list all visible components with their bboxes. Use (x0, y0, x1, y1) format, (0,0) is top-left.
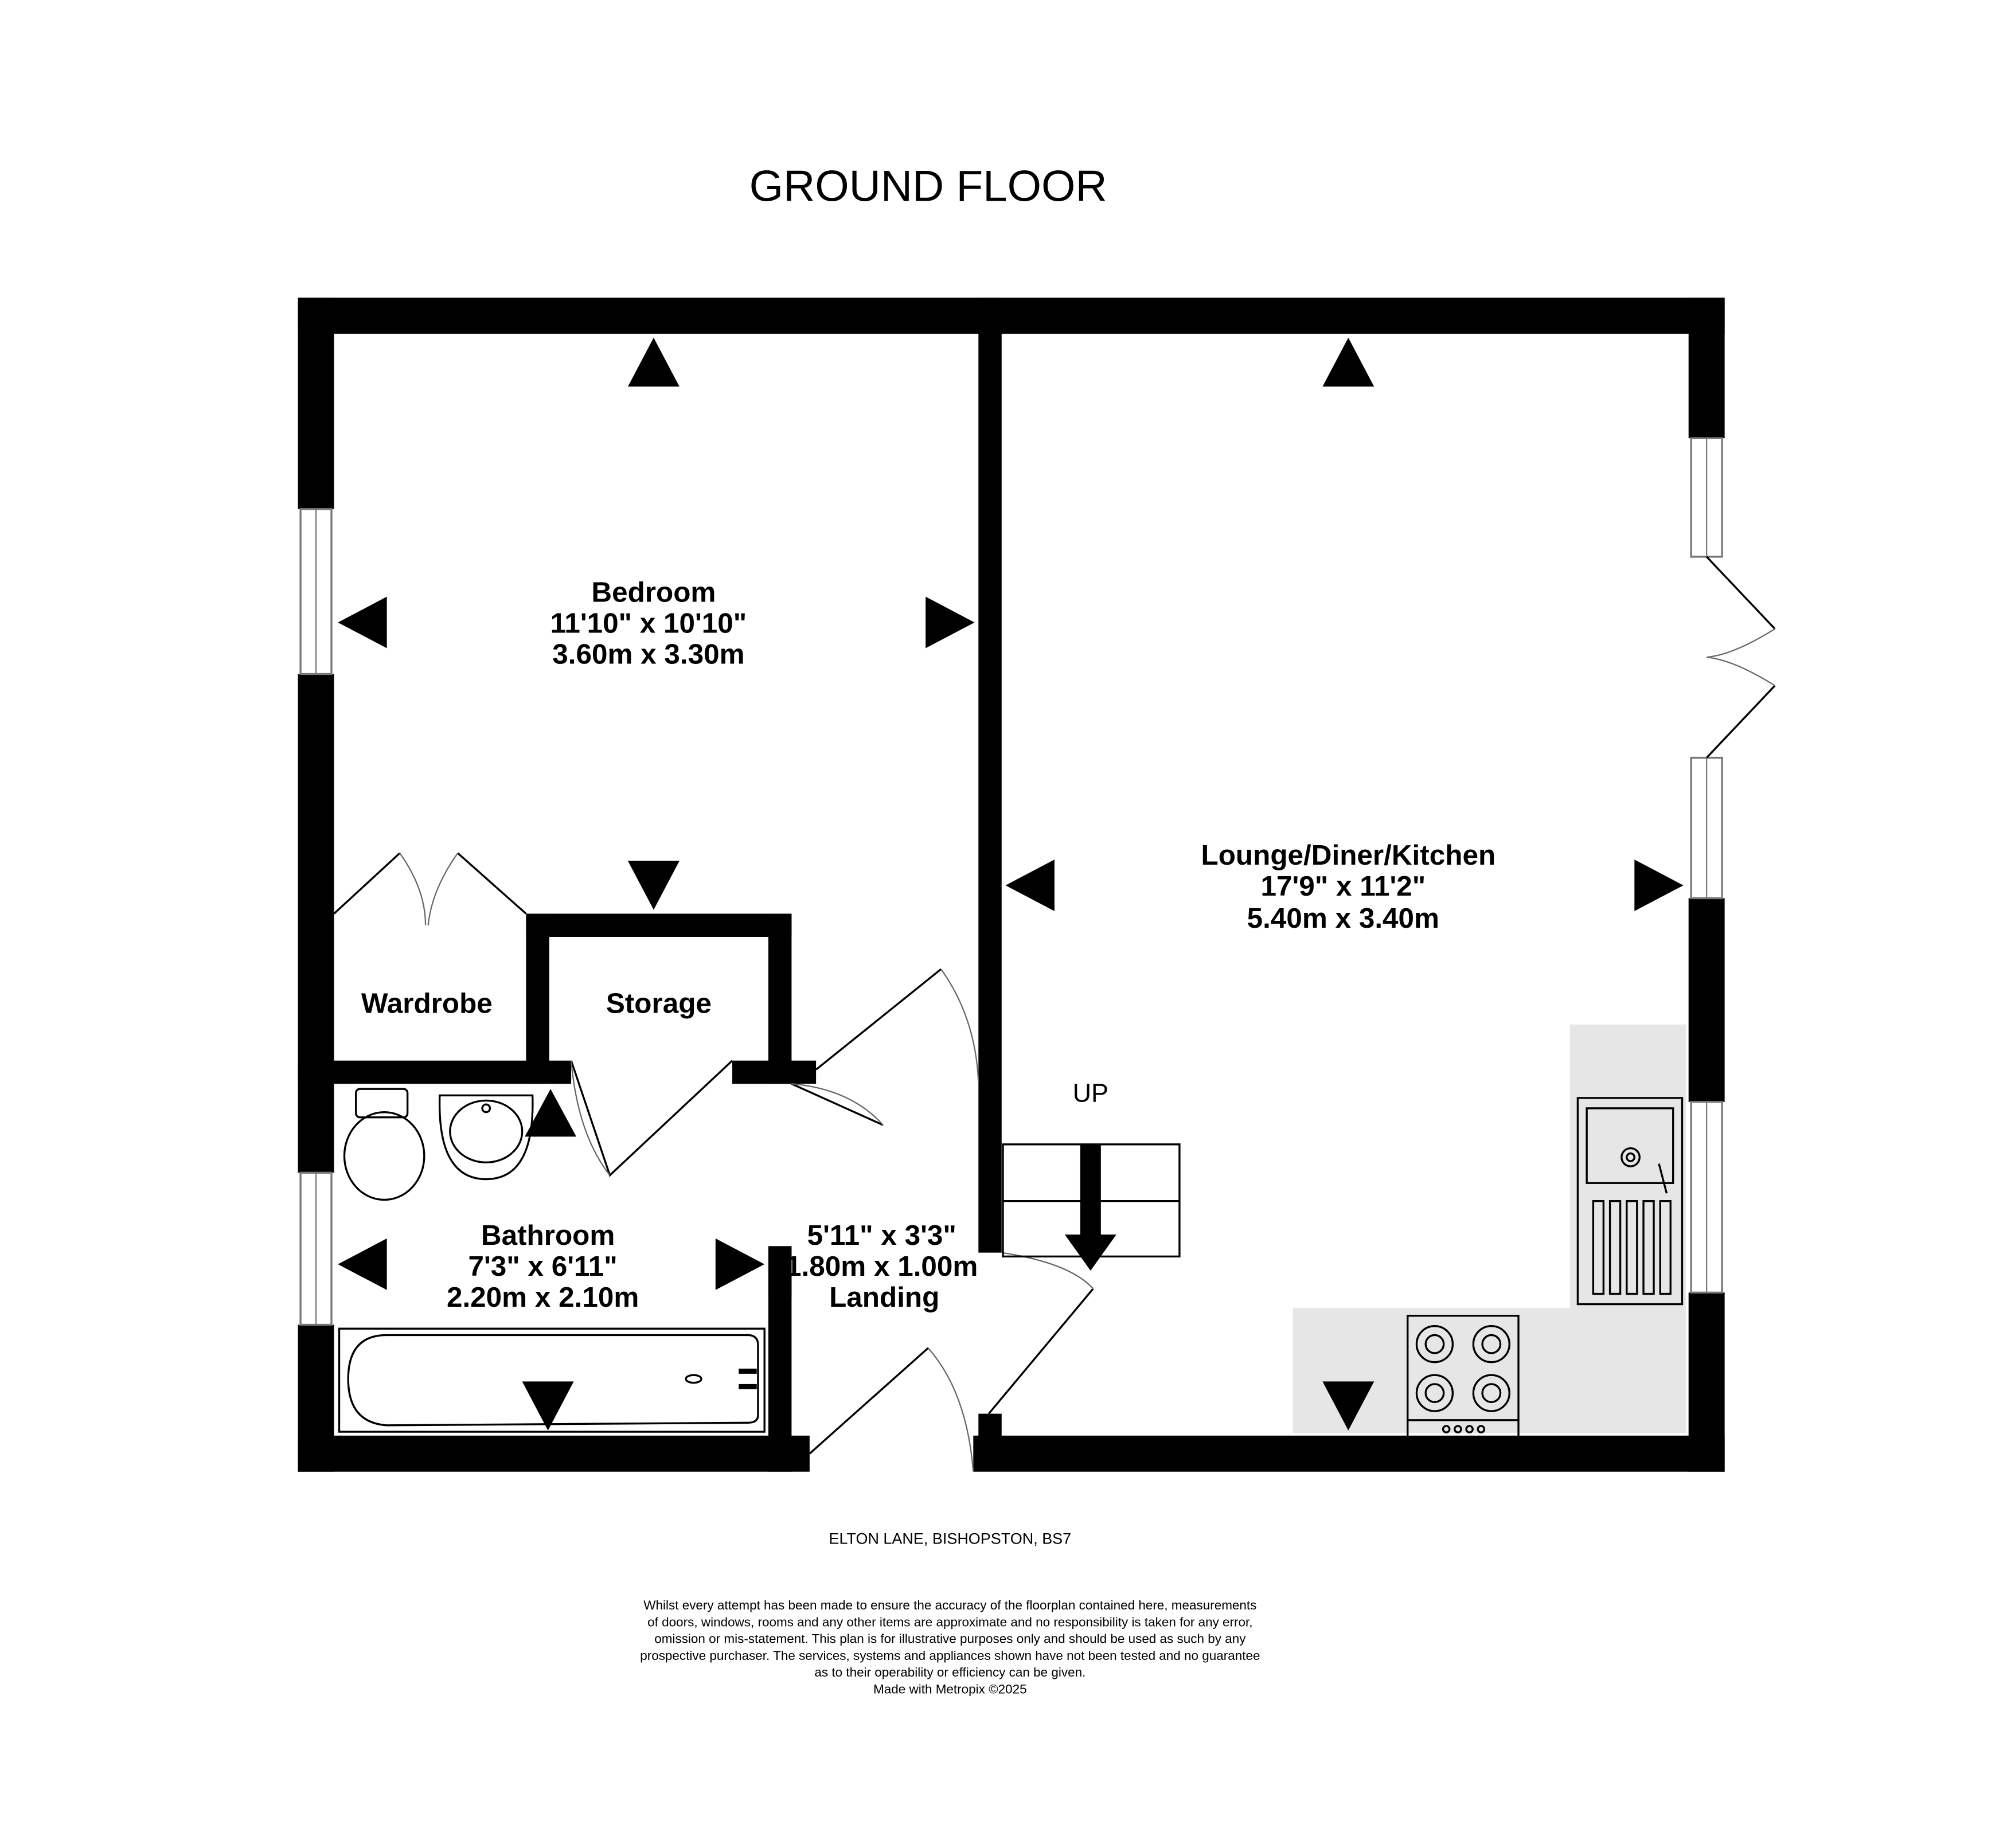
stairs-up-label: UP (1073, 1079, 1108, 1108)
svg-text:as to their operability or eff: as to their operability or efficiency ca… (814, 1665, 1085, 1679)
hob-icon (1407, 1315, 1520, 1438)
windows (299, 437, 1723, 1326)
sink-icon (1576, 1097, 1684, 1306)
stairs (1002, 1143, 1181, 1271)
room-label-bedroom: Bedroom 11'10" x 10'10" 3.60m x 3.30m (550, 577, 747, 670)
room-label-storage: Storage (606, 988, 712, 1019)
room-label-wardrobe: Wardrobe (361, 988, 493, 1019)
kitchen-counters (1292, 1024, 1686, 1433)
svg-text:Bathroom: Bathroom (481, 1220, 615, 1251)
room-label-lounge: Lounge/Diner/Kitchen 17'9" x 11'2" 5.40m… (1201, 839, 1496, 934)
svg-text:of doors, windows, rooms and a: of doors, windows, rooms and any other i… (647, 1615, 1252, 1629)
svg-text:1.80m x 1.00m: 1.80m x 1.00m (786, 1251, 978, 1282)
svg-text:11'10" x 10'10": 11'10" x 10'10" (550, 608, 747, 639)
basin-icon (438, 1094, 534, 1181)
measurement-arrows (338, 337, 1684, 1431)
bath-icon (338, 1327, 766, 1433)
room-label-bathroom: Bathroom 7'3" x 6'11" 2.20m x 2.10m (447, 1220, 639, 1313)
svg-text:Made with Metropix ©2025: Made with Metropix ©2025 (873, 1682, 1027, 1696)
svg-text:Lounge/Diner/Kitchen: Lounge/Diner/Kitchen (1201, 839, 1496, 871)
svg-text:3.60m x 3.30m: 3.60m x 3.30m (552, 638, 744, 670)
walls (298, 298, 1725, 1472)
toilet-icon (343, 1088, 425, 1201)
disclaimer: Whilst every attempt has been made to en… (640, 1598, 1260, 1696)
doors (333, 556, 1776, 1472)
svg-text:Bedroom: Bedroom (591, 577, 716, 608)
address: ELTON LANE, BISHOPSTON, BS7 (829, 1530, 1072, 1548)
svg-text:omission or mis-statement. Thi: omission or mis-statement. This plan is … (654, 1632, 1246, 1646)
svg-text:2.20m x 2.10m: 2.20m x 2.10m (447, 1282, 639, 1313)
svg-text:7'3" x 6'11": 7'3" x 6'11" (468, 1251, 618, 1282)
svg-text:Whilst every attempt has been: Whilst every attempt has been made to en… (643, 1598, 1256, 1612)
svg-text:prospective purchaser. The ser: prospective purchaser. The services, sys… (640, 1648, 1260, 1663)
svg-text:5.40m x 3.40m: 5.40m x 3.40m (1247, 902, 1439, 934)
room-label-landing: 5'11" x 3'3" 1.80m x 1.00m Landing (768, 1220, 978, 1313)
floor-title: GROUND FLOOR (749, 162, 1107, 211)
svg-text:17'9" x 11'2": 17'9" x 11'2" (1261, 870, 1426, 902)
svg-text:5'11" x 3'3": 5'11" x 3'3" (807, 1220, 956, 1251)
svg-text:Landing: Landing (829, 1282, 939, 1313)
